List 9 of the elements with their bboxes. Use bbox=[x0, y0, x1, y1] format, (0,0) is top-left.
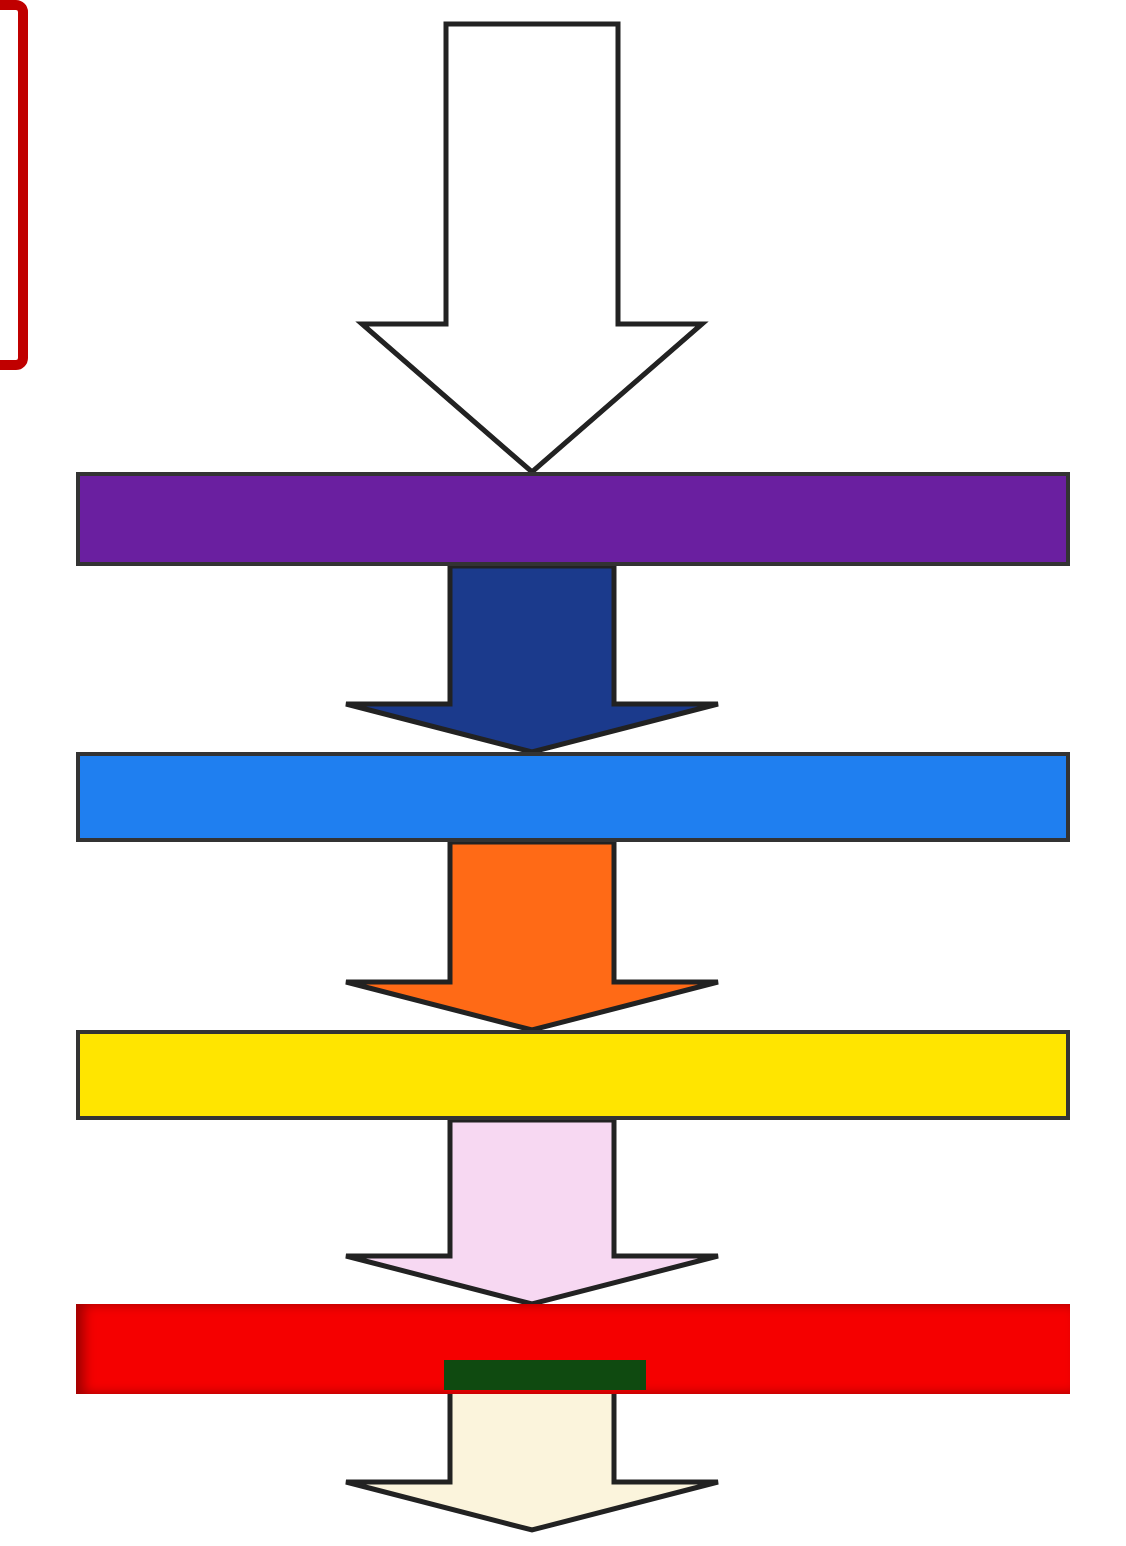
band-bar bbox=[76, 472, 1070, 566]
band-bar bbox=[76, 1030, 1070, 1120]
band-bar bbox=[76, 752, 1070, 842]
marker-bar bbox=[444, 1360, 646, 1390]
band-bar bbox=[76, 1304, 1070, 1394]
block-arrow bbox=[343, 563, 721, 755]
block-arrow bbox=[343, 1117, 721, 1307]
block-arrow bbox=[343, 839, 721, 1033]
block-arrow bbox=[355, 21, 709, 476]
